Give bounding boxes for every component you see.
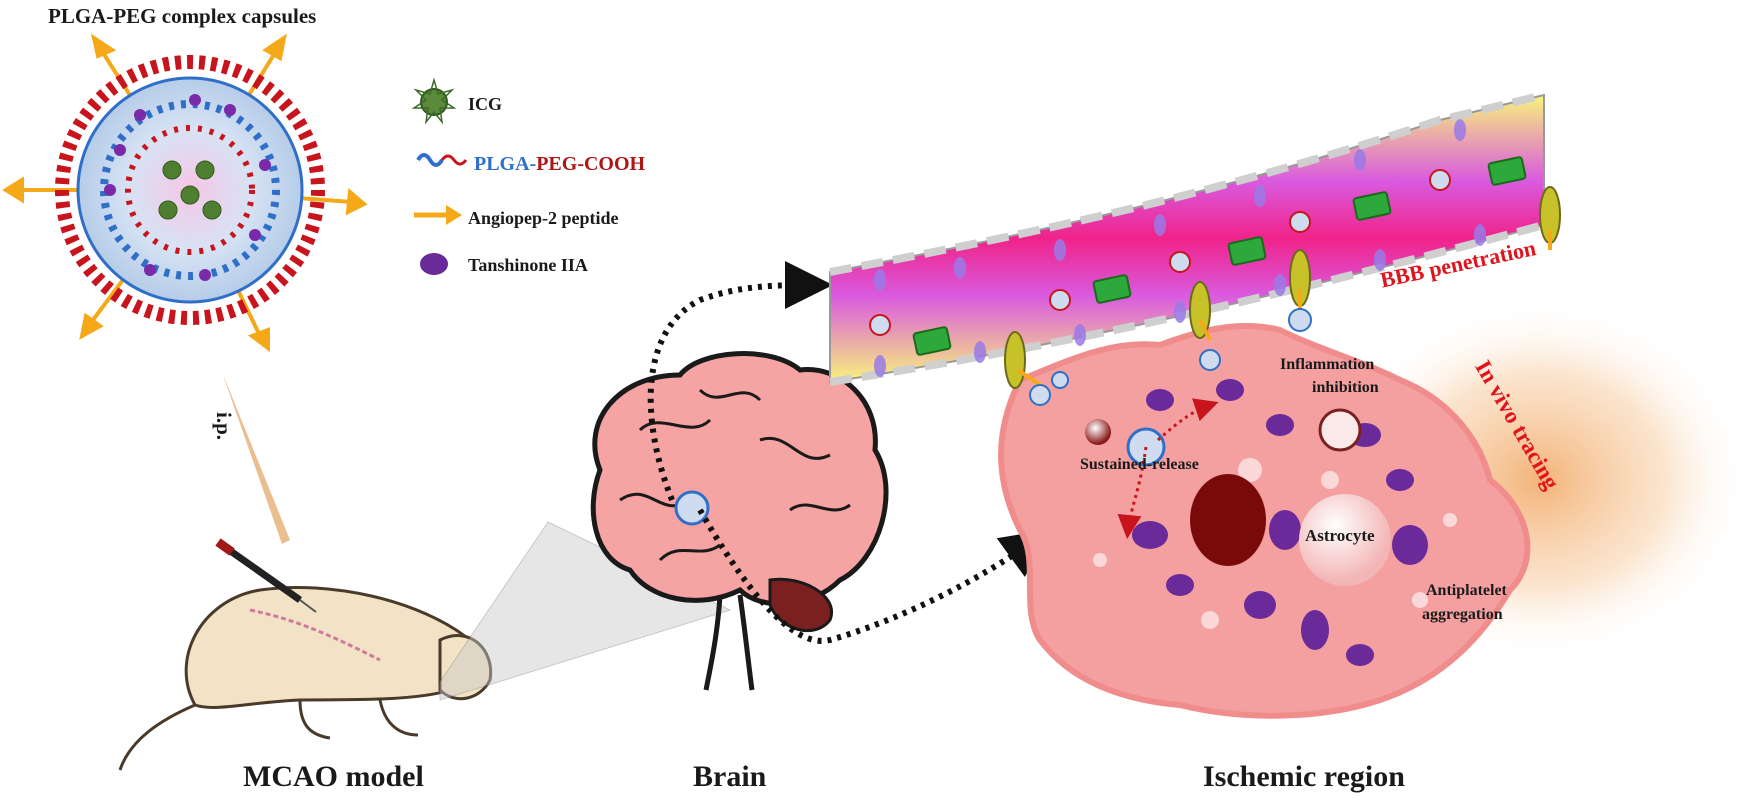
syringe-icon — [215, 538, 317, 613]
inflammation-label-line2: inhibition — [1312, 379, 1379, 396]
astrocyte-cell — [998, 323, 1531, 719]
rat-illustration — [118, 538, 493, 771]
legend-plga-text: PLGA- — [474, 153, 537, 175]
injection-beam — [222, 372, 290, 544]
ip-label: i.p. — [212, 412, 236, 441]
legend-icg-icon — [411, 77, 457, 125]
brain-illustration — [590, 351, 889, 691]
projection-cone — [439, 521, 732, 701]
ischemic-region-caption: Ischemic region — [1203, 760, 1405, 793]
antiplatelet-label-line1: Antiplatelet — [1426, 582, 1507, 599]
legend-angiopep-icon — [414, 205, 462, 225]
legend-icg-label: ICG — [468, 94, 503, 114]
arrow-brain-to-ischemic — [697, 508, 1050, 644]
sustained-release-arrow-1 — [1117, 446, 1148, 539]
sustained-release-arrow-2 — [1156, 398, 1219, 442]
capsule-tanshinone-dots — [104, 94, 271, 281]
astrocyte-label: Astrocyte — [1305, 526, 1375, 545]
capsule-icg-particles — [158, 160, 222, 220]
legend-angiopep-label: Angiopep-2 peptide — [468, 208, 619, 228]
inflammation-label-line1: Inflammation — [1280, 356, 1375, 373]
legend-peg-text: PEG-COOH — [536, 153, 646, 175]
blood-brain-barrier-vessel — [829, 91, 1561, 406]
cell-nucleus — [1190, 474, 1266, 566]
legend-tanshinone-label: Tanshinone IIA — [468, 255, 588, 275]
brain-caption: Brain — [693, 760, 767, 793]
legend-tanshinone-icon — [420, 253, 448, 275]
plga-peg-capsule — [2, 33, 368, 352]
arrow-brain-to-vessel — [647, 261, 833, 502]
legend-plga-peg-icon — [416, 153, 468, 167]
sustained-release-label: Sustained-release — [1080, 456, 1199, 473]
mcao-model-caption: MCAO model — [243, 760, 424, 793]
antiplatelet-label-line2: aggregation — [1422, 606, 1503, 623]
brain-nanoparticle — [674, 490, 710, 526]
astrocyte-vesicle — [1299, 494, 1391, 586]
capsule-title: PLGA-PEG complex capsules — [48, 4, 317, 28]
legend-plga-peg-label: PLGA-PEG-COOH — [474, 153, 645, 176]
